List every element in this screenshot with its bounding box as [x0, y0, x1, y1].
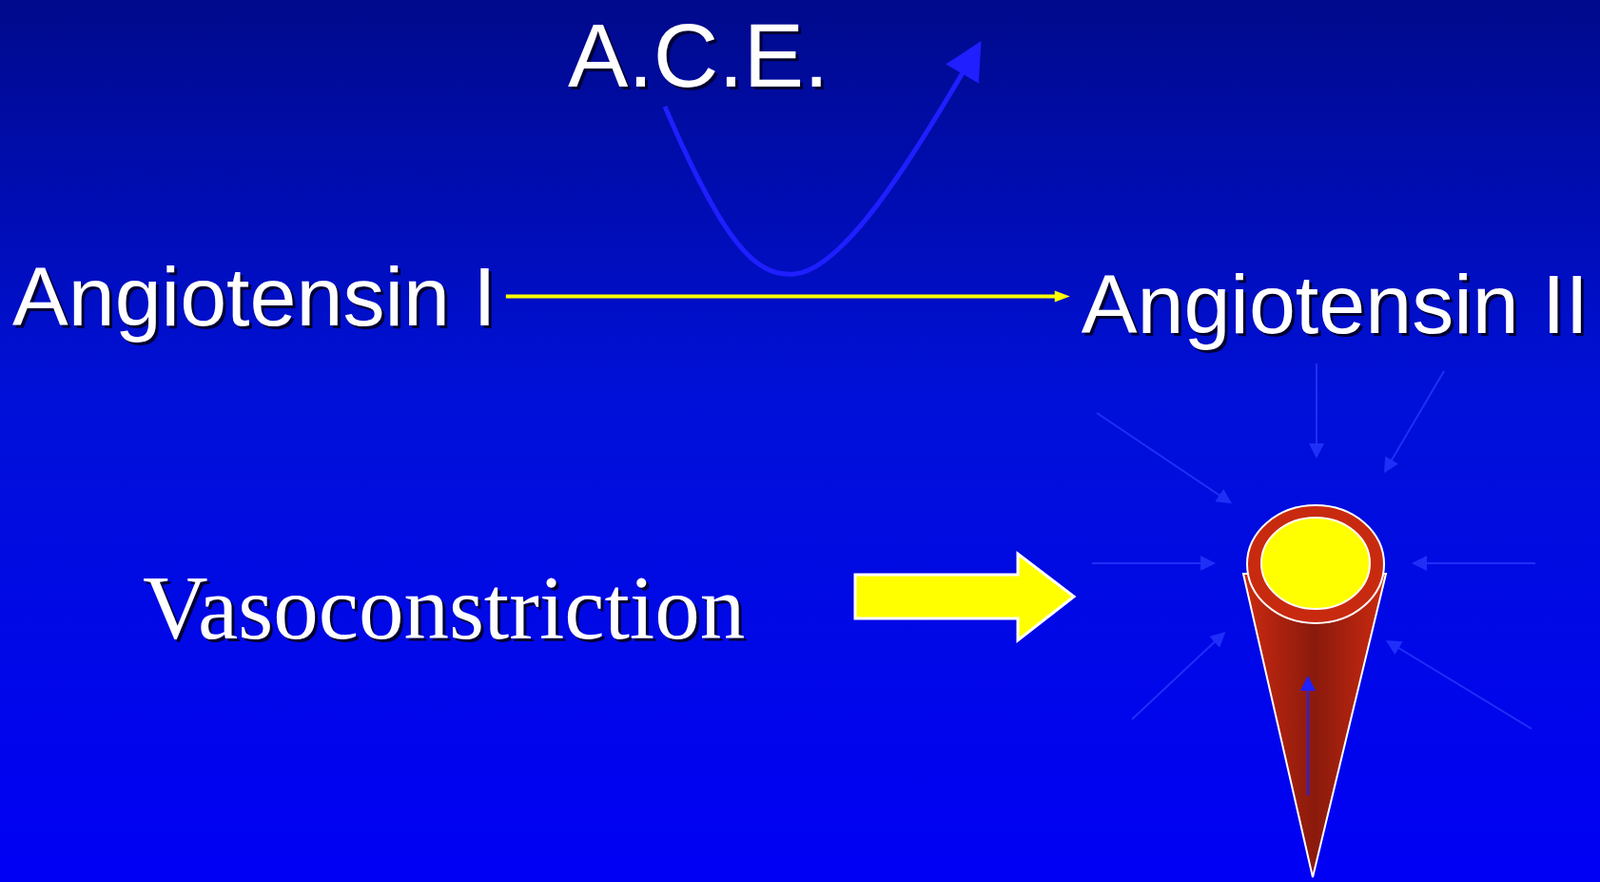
node-text: Angiotensin I [12, 248, 497, 345]
pressure-arrow [1390, 643, 1532, 729]
pressure-arrow [1315, 363, 1318, 453]
molecule-name: Angiotensin I [12, 248, 497, 345]
vessel-rim [1247, 505, 1385, 624]
blood-vessel [1243, 505, 1386, 878]
arrow-line [506, 294, 1059, 299]
arrow-head [1054, 291, 1071, 303]
pressure-arrow [1096, 412, 1228, 501]
pressure-arrow [1386, 370, 1444, 469]
node-text: Angiotensin II [1081, 255, 1589, 352]
effect-label: Vasoconstriction [142, 556, 745, 661]
pressure-arrow [1092, 562, 1210, 565]
block-arrow [855, 553, 1074, 641]
pressure-arrow [1417, 562, 1536, 565]
enzyme-label: A.C.E. [567, 3, 830, 108]
molecule-name: Angiotensin II [1081, 255, 1589, 352]
flow-arrow [1307, 681, 1309, 796]
pressure-arrow [1131, 635, 1222, 720]
reaction-arrow [506, 291, 1071, 303]
vessel-lumen [1261, 517, 1370, 609]
